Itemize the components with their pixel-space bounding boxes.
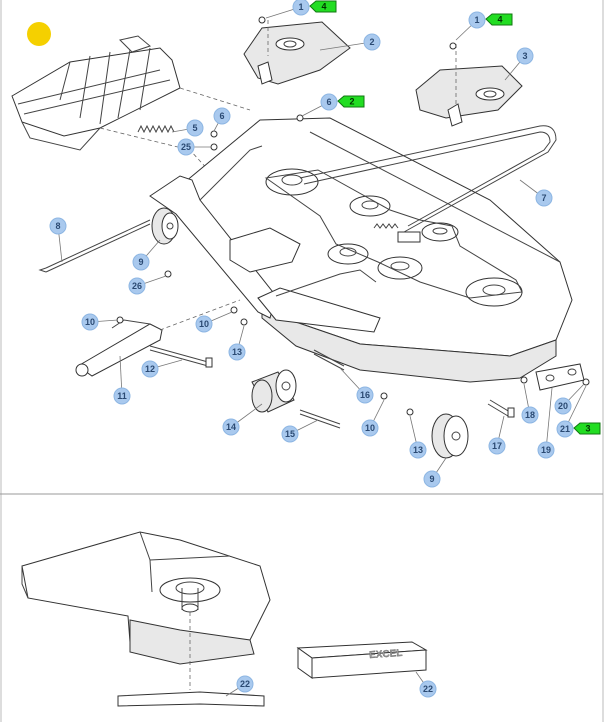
callout-label: 11: [117, 391, 127, 401]
callout-18[interactable]: 18: [521, 406, 539, 424]
excel-decal: EXCEL: [296, 641, 428, 679]
callout-26[interactable]: 26: [128, 277, 146, 295]
callout-14[interactable]: 14: [222, 418, 240, 436]
callout-label: 26: [132, 281, 142, 291]
bumper-bracket: [535, 363, 585, 391]
mower-blade: [117, 691, 265, 707]
discharge-deflector: [11, 35, 251, 173]
left-belt-cover: [243, 20, 351, 85]
anti-scalp-roller: [251, 369, 297, 413]
callout-19[interactable]: 19: [537, 441, 555, 459]
callout-label: 2: [369, 37, 374, 47]
callout-20[interactable]: 20: [554, 397, 572, 415]
callout-label: 25: [181, 142, 191, 152]
callout-12[interactable]: 12: [141, 360, 159, 378]
pivot-rod: [38, 219, 151, 273]
callout-7[interactable]: 7: [535, 189, 553, 207]
qty-flag-top-right[interactable]: 4: [485, 13, 513, 26]
callout-6-deck[interactable]: 6: [320, 93, 338, 111]
callout-label: 12: [145, 364, 155, 374]
spring: [137, 124, 175, 134]
drive-belt: [299, 125, 557, 233]
callout-label: 21: [560, 424, 570, 434]
callout-1-top-left[interactable]: 1: [292, 0, 310, 16]
deck-housing-detail: [21, 531, 271, 690]
callout-label: 10: [199, 319, 209, 329]
callout-label: 8: [55, 221, 60, 231]
callout-label: 1: [298, 2, 303, 12]
callout-6-left[interactable]: 6: [213, 107, 231, 125]
qty-flag-label: 2: [349, 97, 354, 107]
caster-wheel-left: [151, 207, 179, 245]
right-belt-cover: [415, 44, 523, 127]
bolt: [149, 345, 213, 368]
caster-wheel-right: [431, 413, 469, 459]
callout-17[interactable]: 17: [488, 437, 506, 455]
callout-label: 13: [413, 445, 423, 455]
callout-label: 3: [522, 51, 527, 61]
callout-label: 6: [219, 111, 224, 121]
callout-label: 18: [525, 410, 535, 420]
callout-10-center[interactable]: 10: [195, 315, 213, 333]
callout-2[interactable]: 2: [363, 33, 381, 51]
callout-13-left[interactable]: 13: [228, 343, 246, 361]
callout-label: 5: [192, 123, 197, 133]
callout-label: 9: [429, 474, 434, 484]
callout-16[interactable]: 16: [356, 386, 374, 404]
callout-label: 10: [365, 423, 375, 433]
hardware: [116, 16, 590, 416]
qty-flag-6[interactable]: 2: [337, 95, 365, 108]
callout-10-left[interactable]: 10: [81, 313, 99, 331]
callout-8[interactable]: 8: [49, 217, 67, 235]
decal-text: EXCEL: [369, 648, 403, 661]
callout-label: 19: [541, 445, 551, 455]
callout-3[interactable]: 3: [516, 47, 534, 65]
callout-label: 13: [232, 347, 242, 357]
callout-9-right[interactable]: 9: [423, 470, 441, 488]
callout-5[interactable]: 5: [186, 119, 204, 137]
callout-label: 10: [85, 317, 95, 327]
qty-flag-label: 3: [585, 424, 590, 434]
qty-flag-21[interactable]: 3: [573, 422, 601, 435]
callout-15[interactable]: 15: [281, 425, 299, 443]
qty-flag-top-left[interactable]: 4: [309, 0, 337, 13]
callout-label: 20: [558, 401, 568, 411]
front-axle-assembly: [149, 145, 381, 333]
callout-9-left[interactable]: 9: [132, 253, 150, 271]
bolt-long: [487, 399, 515, 418]
callout-1-top-right[interactable]: 1: [468, 11, 486, 29]
callout-label: 22: [240, 679, 250, 689]
callout-21[interactable]: 21: [556, 420, 574, 438]
callout-10-right[interactable]: 10: [361, 419, 379, 437]
qty-flag-label: 4: [321, 2, 326, 12]
callout-label: 14: [226, 422, 236, 432]
callout-label: 6: [326, 97, 331, 107]
callout-label: 17: [492, 441, 502, 451]
callout-label: 16: [360, 390, 370, 400]
callout-22-blade[interactable]: 22: [236, 675, 254, 693]
lift-arm: [75, 299, 241, 377]
qty-flag-label: 4: [497, 15, 502, 25]
callout-label: 9: [138, 257, 143, 267]
yellow-circle-marker[interactable]: [27, 22, 51, 46]
callout-22-decal[interactable]: 22: [419, 680, 437, 698]
callout-label: 1: [474, 15, 479, 25]
callout-13-right[interactable]: 13: [409, 441, 427, 459]
roller-pin: [299, 409, 341, 429]
callout-label: 22: [423, 684, 433, 694]
callout-label: 7: [541, 193, 546, 203]
callout-11[interactable]: 11: [113, 387, 131, 405]
pin: [313, 349, 345, 371]
callout-label: 15: [285, 429, 295, 439]
callout-25[interactable]: 25: [177, 138, 195, 156]
